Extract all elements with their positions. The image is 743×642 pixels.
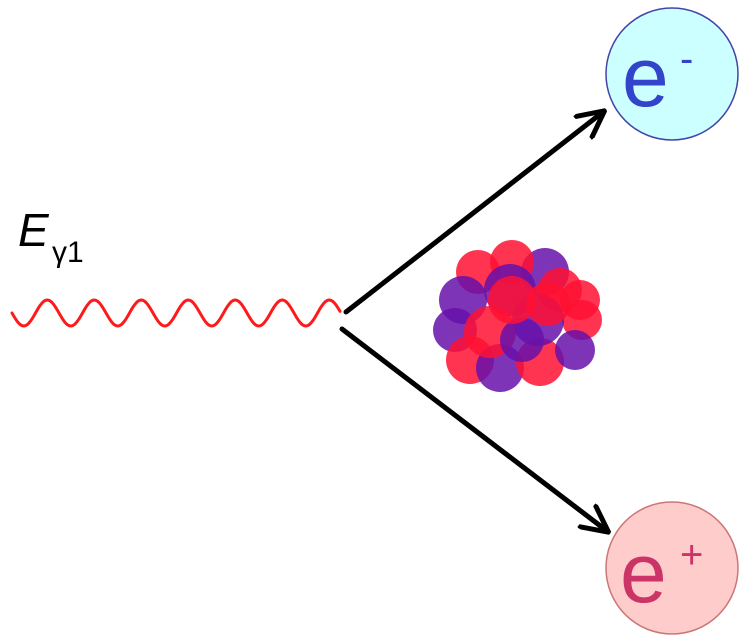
- proton-17: [488, 276, 536, 324]
- electron-arrow: [343, 112, 603, 315]
- proton-15: [526, 282, 570, 326]
- electron: e -: [605, 7, 739, 141]
- proton-7: [562, 300, 602, 340]
- electron-symbol: e -: [622, 30, 693, 124]
- positron-symbol: e +: [620, 526, 703, 620]
- neutron-16: [500, 318, 544, 362]
- positron-charge: +: [680, 533, 703, 577]
- positron-letter: e: [620, 526, 667, 620]
- positron: e +: [605, 501, 739, 635]
- electron-circle: [605, 7, 739, 141]
- photon-wave: [10, 298, 342, 328]
- photon-energy-symbol: E: [18, 204, 50, 256]
- electron-charge: -: [680, 37, 693, 81]
- positron-arrow: [339, 326, 607, 531]
- nucleus: [433, 240, 602, 392]
- electron-letter: e: [622, 30, 669, 124]
- photon-energy-subscript: γ1: [52, 236, 84, 269]
- neutron-11: [555, 330, 595, 370]
- positron-circle: [605, 501, 739, 635]
- photon-energy-label: E γ1: [18, 204, 84, 269]
